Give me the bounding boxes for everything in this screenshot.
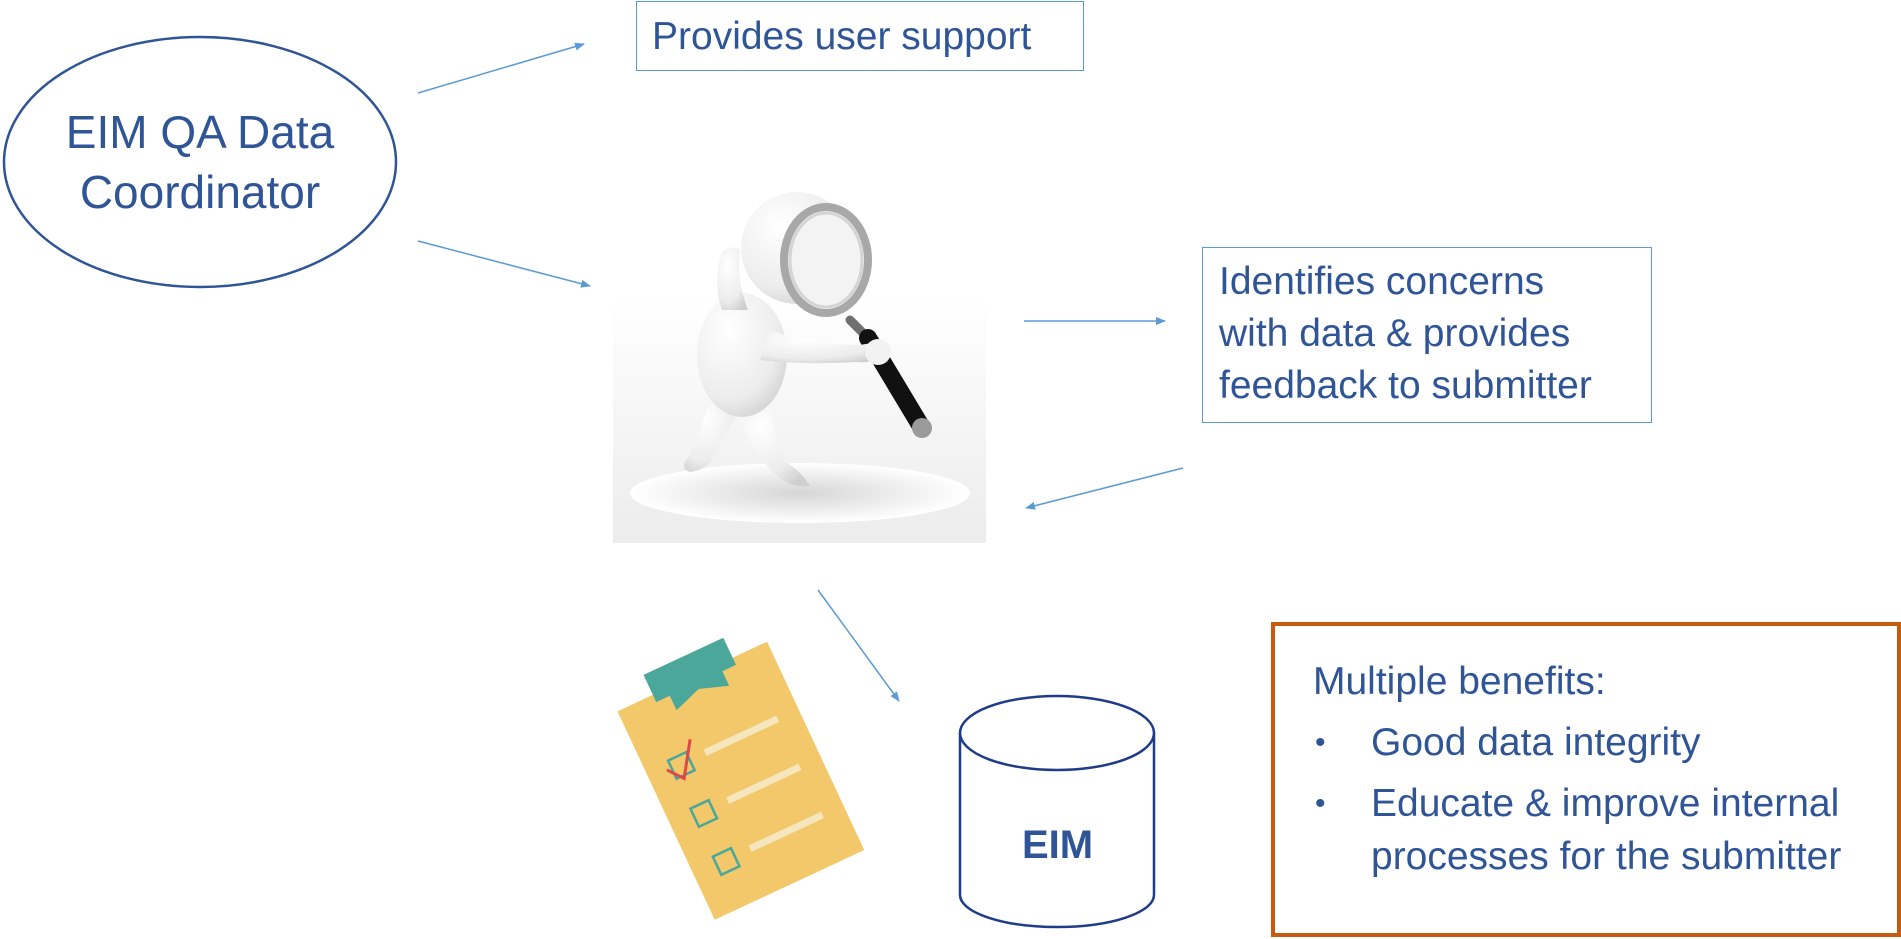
arrow-coordinator-to-support: [417, 42, 585, 94]
benefit-text-line2: processes for the submitter: [1371, 835, 1842, 878]
database-label: EIM: [1021, 823, 1094, 867]
coordinator-label-line1: EIM QA Data: [65, 106, 335, 158]
concerns-line2: with data & provides: [1219, 312, 1571, 355]
benefit-text-line1: Educate & improve internal: [1371, 782, 1840, 825]
benefits-list: • Good data integrity • Educate & improv…: [1313, 716, 1897, 883]
arrow-coordinator-to-figure: [417, 240, 591, 288]
arrow-figure-to-database: [817, 589, 900, 702]
arrow-concerns-to-figure: [1025, 467, 1184, 510]
benefits-title: Multiple benefits:: [1313, 660, 1606, 703]
benefit-item: • Educate & improve internal processes f…: [1313, 777, 1897, 883]
benefit-text-line1: Good data integrity: [1371, 721, 1701, 764]
coordinator-label-line2: Coordinator: [79, 166, 321, 218]
bullet-icon: •: [1315, 726, 1326, 759]
coordinator-ellipse: [2, 35, 398, 289]
support-label: Provides user support: [652, 15, 1032, 58]
coordinator-label: EIM QA Data Coordinator: [4, 37, 396, 287]
concerns-line3: feedback to submitter: [1219, 364, 1592, 407]
database-cylinder-icon: [958, 694, 1156, 929]
clipboard-checklist-icon: [617, 637, 865, 920]
support-box: Provides user support: [636, 1, 1084, 71]
concerns-line1: Identifies concerns: [1219, 260, 1545, 303]
benefit-item: • Good data integrity: [1313, 716, 1897, 769]
person-with-magnifying-glass-icon: [613, 192, 986, 543]
benefits-box: Multiple benefits: • Good data integrity…: [1271, 622, 1901, 937]
bullet-icon: •: [1315, 787, 1326, 820]
concerns-box: Identifies concerns with data & provides…: [1202, 247, 1652, 423]
